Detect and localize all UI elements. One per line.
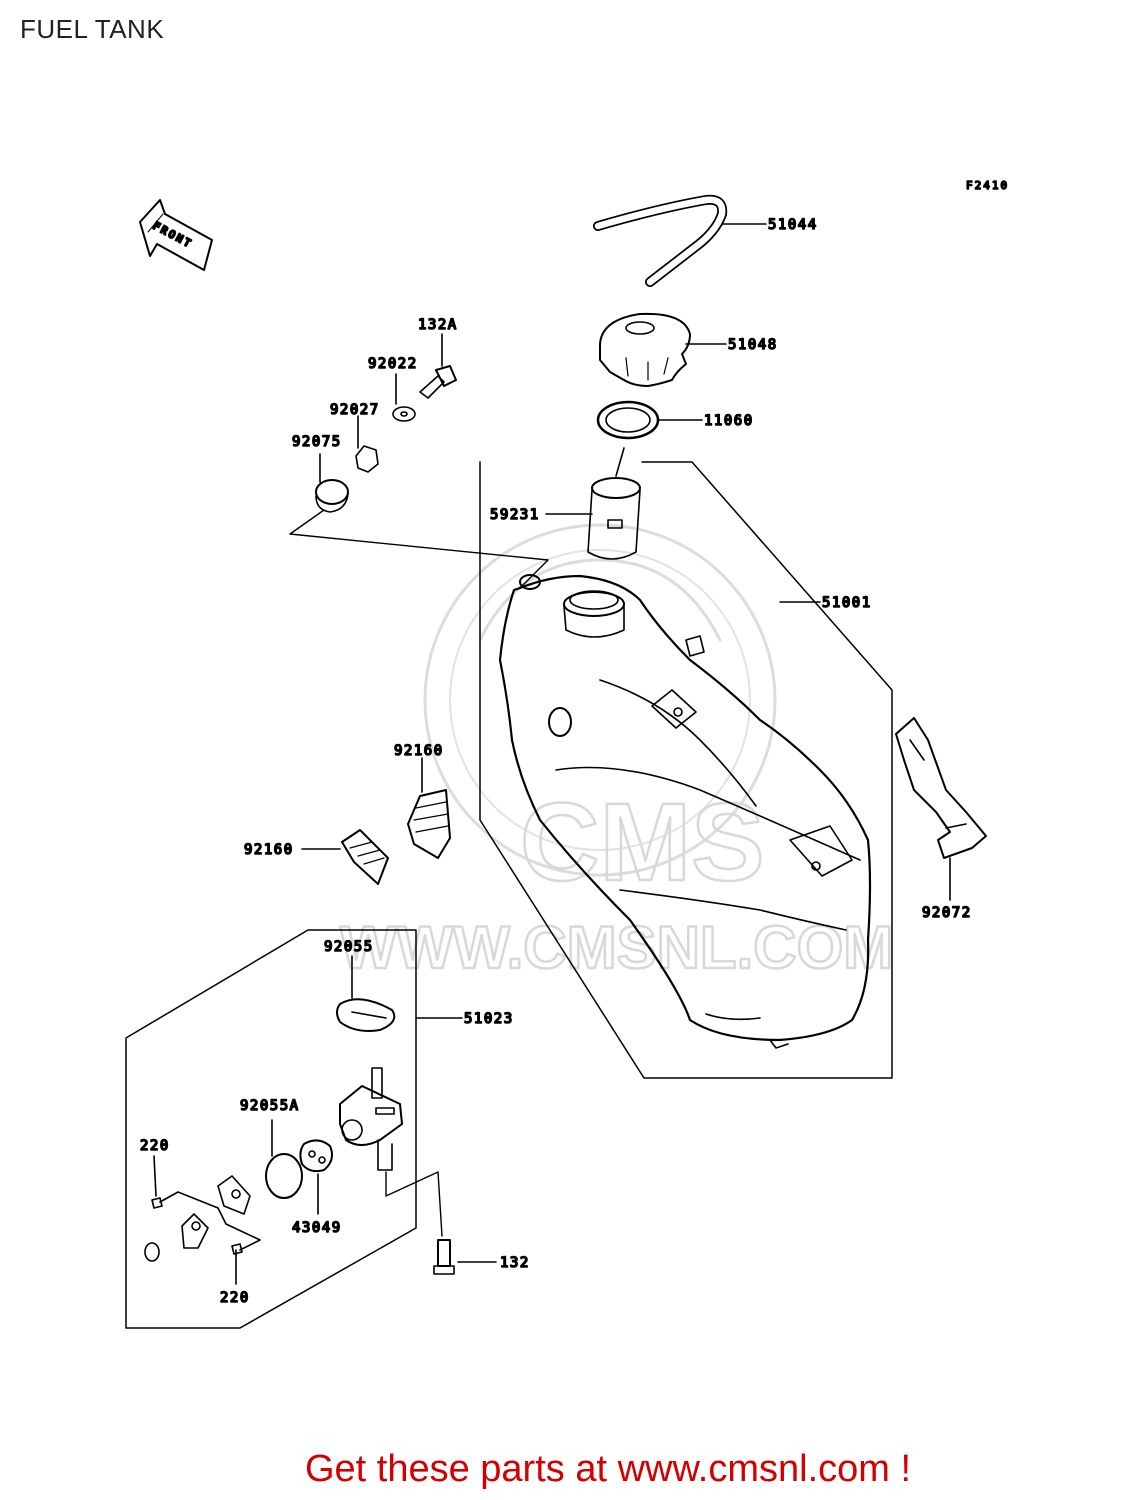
callout-51023: 51023 [464,1011,514,1027]
part-washer-92022 [392,373,416,422]
callout-51044: 51044 [768,217,818,233]
exploded-parts-diagram: CMS WWW.CMSNL.COM FRONT F2410 51044 5104… [125,178,1009,1329]
callout-43049: 43049 [292,1220,342,1236]
callout-92055: 92055 [324,939,374,955]
callout-92055a: 92055A [240,1098,300,1114]
callout-132: 132 [500,1255,530,1271]
callout-51048: 51048 [728,337,778,353]
part-filter [545,447,641,560]
callout-132a: 132A [418,317,458,333]
callout-92022: 92022 [368,356,418,372]
watermark-logo-text: CMS [520,781,764,904]
figure-code: F2410 [966,179,1009,192]
callout-92027: 92027 [330,402,380,418]
callout-92160-lower: 92160 [244,842,294,858]
part-cushion-lower [301,829,389,885]
front-arrow: FRONT [139,199,213,271]
part-cushion-upper [407,757,451,859]
footer-promo[interactable]: Get these parts at www.cmsnl.com ! [0,1448,1146,1491]
callout-92072: 92072 [922,905,972,921]
callout-220-lower: 220 [220,1290,250,1306]
part-hose [593,194,767,287]
watermark-url-text: WWW.CMSNL.COM [340,914,893,981]
callout-92160-upper: 92160 [394,743,444,759]
part-bolt-132a [419,333,457,399]
callout-59231: 59231 [490,507,540,523]
callout-92075: 92075 [292,434,342,450]
part-strap [895,717,987,901]
part-collar-92027 [355,415,379,473]
footer-promo-text[interactable]: Get these parts at www.cmsnl.com ! [304,1448,912,1490]
part-damper-92075 [315,453,349,513]
callout-220-upper: 220 [140,1138,170,1154]
part-fuel-cock-assembly [125,929,497,1329]
callout-51001: 51001 [822,595,872,611]
callout-11060: 11060 [704,413,754,429]
front-arrow-label: FRONT [151,219,195,251]
part-fuel-cap [599,312,727,387]
part-gasket [596,400,703,440]
part-fuel-tank [479,461,893,1079]
page-title: FUEL TANK [20,14,165,44]
